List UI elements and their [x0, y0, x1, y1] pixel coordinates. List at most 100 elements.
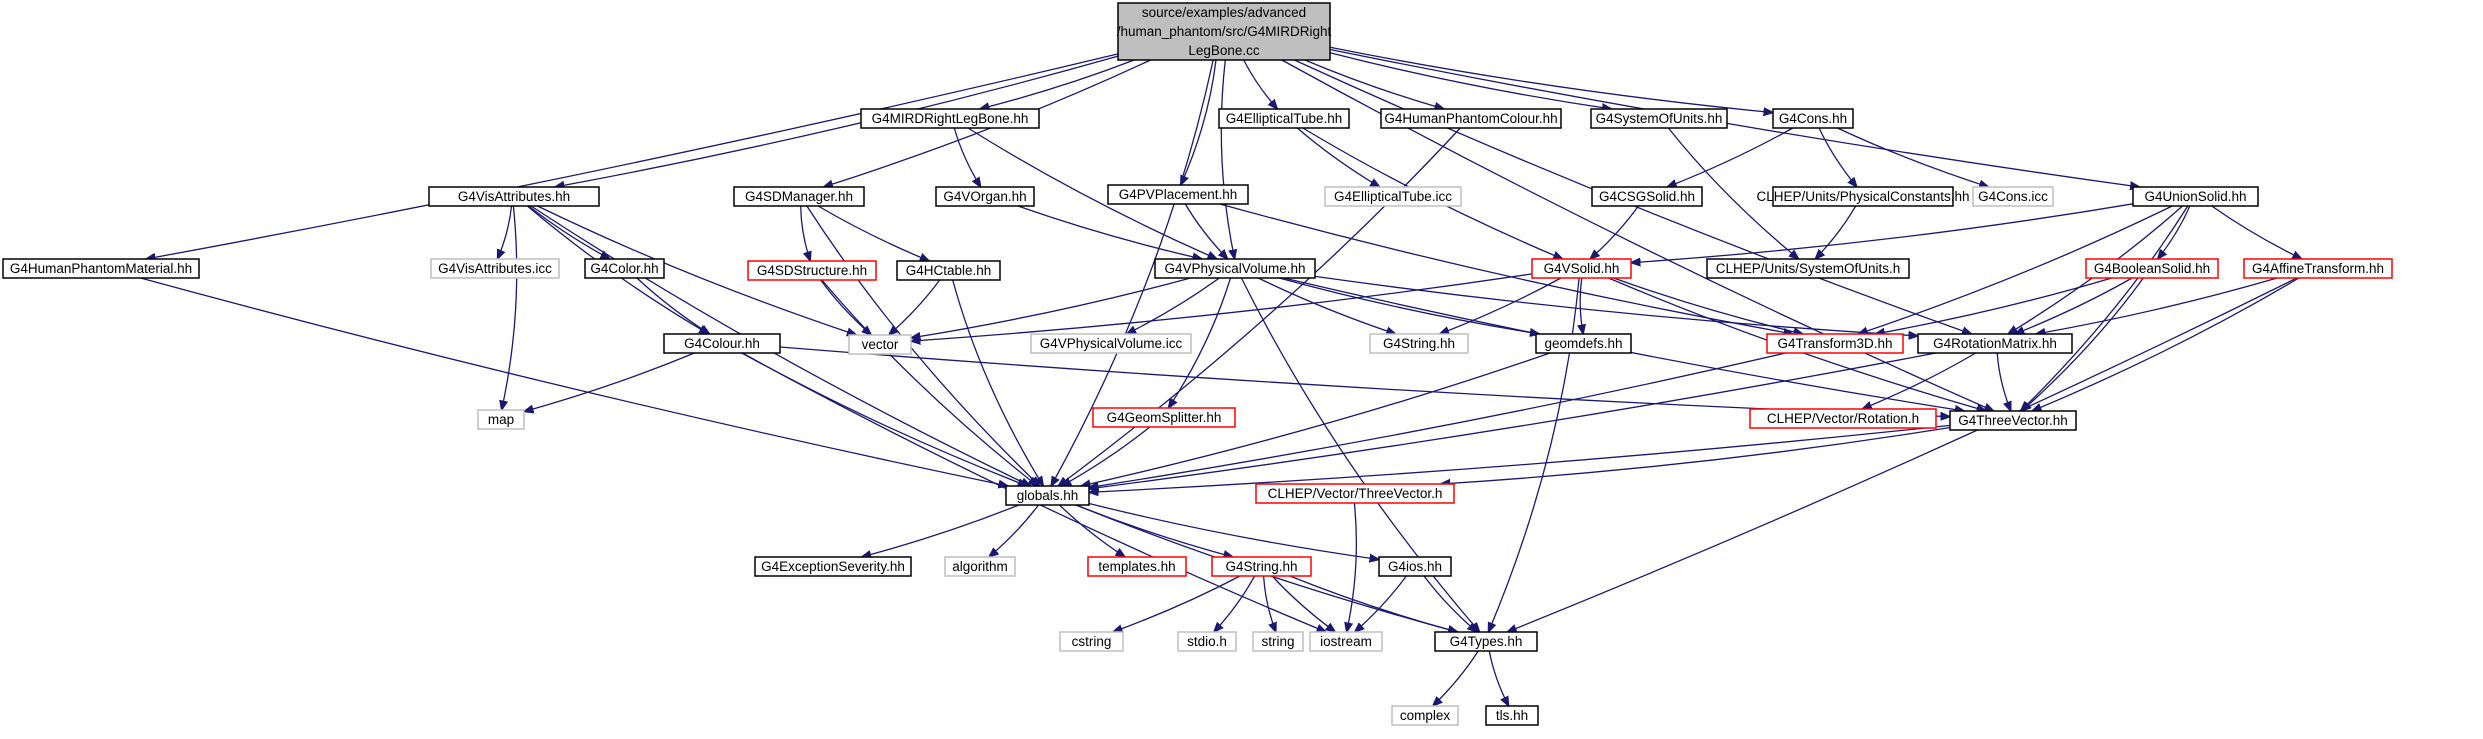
node-clhepunits[interactable]: CLHEP/Units/SystemOfUnits.h	[1706, 258, 1910, 279]
node-box-vorgan	[935, 186, 1035, 207]
node-box-vphysvol	[1154, 258, 1316, 279]
edge-colour-to-threevec	[779, 346, 1950, 417]
node-sdmanager[interactable]: G4SDManager.hh	[733, 186, 865, 207]
edge-g4ios-to-g4types	[1423, 575, 1477, 632]
node-vsolid[interactable]: G4VSolid.hh	[1531, 258, 1632, 279]
node-physconst[interactable]: CLHEP/Units/PhysicalConstants.hh	[1756, 186, 1970, 207]
edge-threevec-to-clhepthreevec	[1441, 426, 1951, 485]
node-unionsolid[interactable]: G4UnionSolid.hh	[2132, 186, 2259, 207]
node-pvplacement[interactable]: G4PVPlacement.hh	[1107, 184, 1249, 205]
node-label-sysunits: G4SystemOfUnits.hh	[1596, 111, 1723, 126]
node-excsev[interactable]: G4ExceptionSeverity.hh	[754, 556, 912, 577]
edge-humancolour-to-globals	[1058, 127, 1461, 486]
node-label-pvplacement: G4PVPlacement.hh	[1119, 187, 1238, 202]
node-box-sysunits	[1590, 108, 1728, 129]
edge-affine-to-g4types	[1507, 277, 2298, 632]
edges-layer	[140, 46, 2302, 706]
edge-visattr-to-vector	[537, 205, 857, 335]
node-root[interactable]: source/examples/advanced/human_phantom/s…	[1117, 2, 1332, 61]
edge-sysunits-to-clhepunits	[1667, 127, 1798, 259]
node-box-templates	[1087, 556, 1187, 577]
node-rotmatrix[interactable]: G4RotationMatrix.hh	[1917, 333, 2073, 354]
node-label-g4stringtop: G4String.hh	[1383, 336, 1455, 351]
node-box-complex	[1391, 705, 1459, 726]
node-label-mirdleg: G4MIRDRightLegBone.hh	[872, 111, 1029, 126]
node-g4types[interactable]: G4Types.hh	[1434, 631, 1538, 652]
node-vphysvol[interactable]: G4VPhysicalVolume.hh	[1154, 258, 1316, 279]
edge-vphysvol-to-g4stringtop	[1258, 277, 1395, 334]
node-box-elltubeicc	[1324, 186, 1462, 207]
node-mirdleg[interactable]: G4MIRDRightLegBone.hh	[860, 108, 1040, 129]
node-clhepthreevec[interactable]: CLHEP/Vector/ThreeVector.h	[1255, 483, 1455, 504]
edge-root-to-globals	[1051, 59, 1214, 486]
node-cons[interactable]: G4Cons.hh	[1772, 108, 1854, 129]
node-boolsolid[interactable]: G4BooleanSolid.hh	[2085, 258, 2219, 279]
node-threevec[interactable]: G4ThreeVector.hh	[1949, 410, 2077, 431]
node-sdstructure[interactable]: G4SDStructure.hh	[747, 260, 877, 281]
edge-unionsolid-to-boolsolid	[2158, 205, 2191, 259]
node-label-unionsolid: G4UnionSolid.hh	[2144, 189, 2246, 204]
edge-geomdefs-to-globals	[1081, 352, 1551, 486]
node-label-affine: G4AffineTransform.hh	[2252, 261, 2384, 276]
node-box-geomsplitter	[1092, 407, 1236, 428]
edge-rotmatrix-to-threevec	[1996, 352, 2011, 411]
node-sysunits[interactable]: G4SystemOfUnits.hh	[1590, 108, 1728, 129]
node-elltube[interactable]: G4EllipticalTube.hh	[1218, 108, 1350, 129]
edge-cons-to-csgsolid	[1667, 127, 1794, 187]
node-label-tls: tls.hh	[1496, 708, 1528, 723]
node-g4string[interactable]: G4String.hh	[1211, 556, 1312, 577]
node-box-clhepthreevec	[1255, 483, 1455, 504]
node-colour[interactable]: G4Colour.hh	[663, 333, 781, 354]
node-box-threevec	[1949, 410, 2077, 431]
node-transform3d[interactable]: G4Transform3D.hh	[1766, 333, 1904, 354]
node-label-iostream: iostream	[1320, 634, 1372, 649]
node-box-hctable	[896, 260, 1001, 281]
node-map: map	[477, 409, 525, 430]
node-box-g4stringtop	[1369, 333, 1469, 354]
node-label-threevec: G4ThreeVector.hh	[1958, 413, 2068, 428]
edge-root-to-humancolour	[1304, 59, 1444, 109]
edge-colour-to-map	[524, 352, 695, 412]
node-clheprot[interactable]: CLHEP/Vector/Rotation.h	[1749, 408, 1937, 429]
node-label-colour: G4Colour.hh	[684, 336, 760, 351]
node-affine[interactable]: G4AffineTransform.hh	[2243, 258, 2393, 279]
node-box-clhepunits	[1706, 258, 1910, 279]
node-globals[interactable]: globals.hh	[1005, 485, 1090, 506]
edge-visattr-to-visattricc	[498, 205, 513, 259]
edge-rotmatrix-to-globals	[1089, 352, 1936, 489]
node-label-humancolour: G4HumanPhantomColour.hh	[1384, 111, 1557, 126]
edge-clhepthreevec-to-iostream	[1347, 502, 1358, 632]
node-csgsolid[interactable]: G4CSGSolid.hh	[1591, 186, 1703, 207]
edge-unionsolid-to-affine	[2211, 205, 2302, 259]
edge-rotmatrix-to-clheprot	[1862, 352, 1977, 409]
node-geomdefs[interactable]: geomdefs.hh	[1535, 333, 1632, 354]
edge-affine-to-threevec	[2032, 277, 2300, 411]
edge-vsolid-to-g4types	[1488, 277, 1580, 632]
edge-threevec-to-globals	[1089, 424, 1951, 492]
edge-root-to-cons	[1329, 46, 1773, 112]
edge-unionsolid-to-threevec	[2021, 205, 2189, 411]
node-box-g4ios	[1378, 556, 1452, 577]
node-g4ios[interactable]: G4ios.hh	[1378, 556, 1452, 577]
node-box-boolsolid	[2085, 258, 2219, 279]
node-templates[interactable]: templates.hh	[1087, 556, 1187, 577]
edge-cons-to-consicc	[1837, 127, 1988, 187]
node-tls[interactable]: tls.hh	[1485, 705, 1539, 726]
edge-vphysvol-to-rotmatrix	[1314, 275, 1918, 336]
node-label-vorgan: G4VOrgan.hh	[943, 189, 1026, 204]
node-visattr[interactable]: G4VisAttributes.hh	[428, 186, 600, 207]
edge-visattr-to-map	[502, 205, 518, 410]
edge-sdstructure-to-globals	[821, 279, 1038, 486]
node-hctable[interactable]: G4HCtable.hh	[896, 260, 1001, 281]
node-box-humanmat	[2, 258, 200, 279]
node-complex: complex	[1391, 705, 1459, 726]
node-humancolour[interactable]: G4HumanPhantomColour.hh	[1380, 108, 1562, 129]
node-label-clhepunits: CLHEP/Units/SystemOfUnits.h	[1716, 261, 1901, 276]
edge-vphysvol-to-g4types	[1240, 277, 1479, 632]
edge-globals-to-algorithm	[989, 504, 1040, 557]
node-color[interactable]: G4Color.hh	[584, 258, 665, 279]
node-geomsplitter[interactable]: G4GeomSplitter.hh	[1092, 407, 1236, 428]
node-g4stringtop: G4String.hh	[1369, 333, 1469, 354]
node-humanmat[interactable]: G4HumanPhantomMaterial.hh	[2, 258, 200, 279]
node-vorgan[interactable]: G4VOrgan.hh	[935, 186, 1035, 207]
